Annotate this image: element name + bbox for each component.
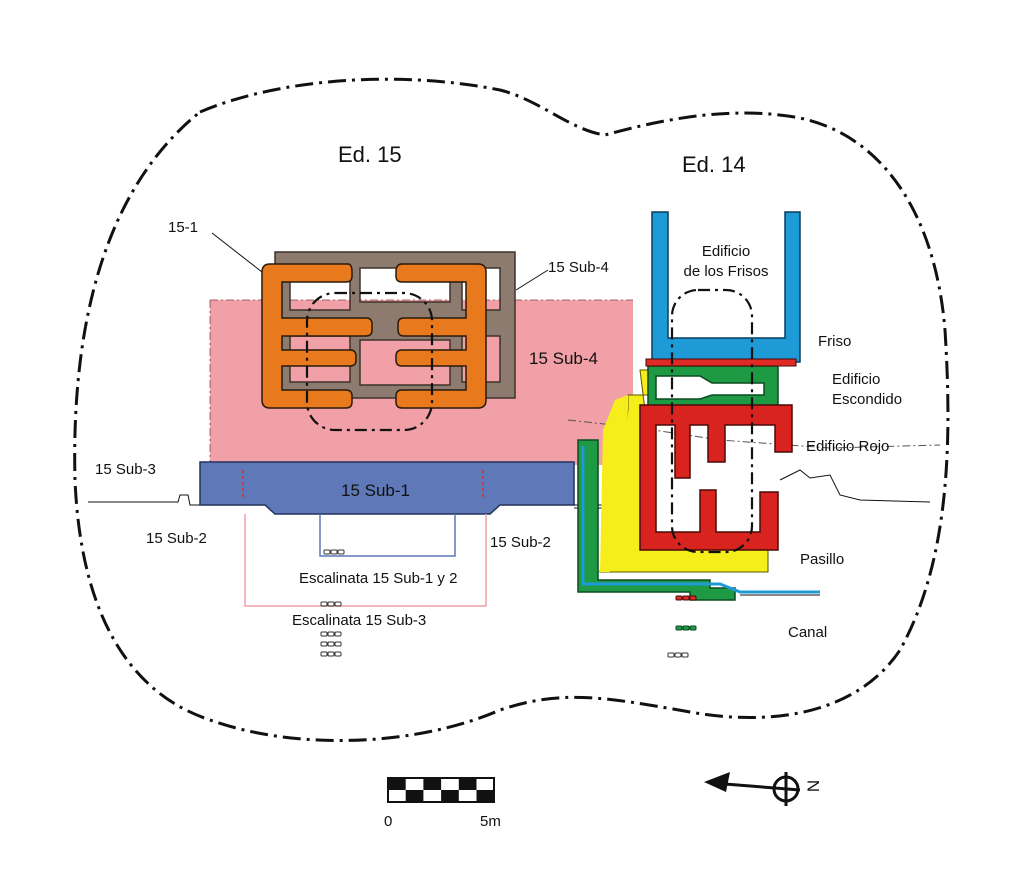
north-arrow-icon (704, 772, 801, 806)
label-sub4-mid: 15 Sub-4 (529, 349, 598, 368)
ed15-1-left (261, 263, 373, 409)
edificio-escondido (647, 365, 779, 409)
label-sub2-left: 15 Sub-2 (146, 530, 207, 547)
canal-markers (667, 595, 697, 658)
edificio-rojo (639, 404, 793, 551)
label-escalinata-12: Escalinata 15 Sub-1 y 2 (299, 570, 457, 587)
north-letter: N (804, 780, 823, 792)
ed15-1-right (395, 263, 487, 409)
label-canal: Canal (788, 624, 827, 641)
label-escalinata-3: Escalinata 15 Sub-3 (292, 612, 426, 629)
pasillo-left-fill (600, 395, 628, 572)
label-escondido-2: Escondido (832, 391, 902, 408)
label-frisos-2: de los Frisos (683, 263, 768, 280)
escalinata-sub3 (244, 514, 487, 607)
label-ed15: Ed. 15 (338, 142, 402, 167)
label-ed14: Ed. 14 (682, 152, 746, 177)
label-sub1: 15 Sub-1 (341, 481, 410, 500)
label-15-1: 15-1 (168, 219, 198, 236)
label-sub4-top: 15 Sub-4 (548, 259, 609, 276)
canal-blue (581, 446, 820, 594)
scale-bar (387, 777, 495, 803)
sub1-band (199, 461, 575, 515)
friso (645, 358, 797, 367)
label-sub2-right: 15 Sub-2 (490, 534, 551, 551)
scale-max: 5m (480, 813, 501, 830)
escalinata-sub1-2 (319, 514, 456, 557)
label-rojo: Edificio Rojo (806, 438, 889, 455)
label-friso: Friso (818, 333, 851, 350)
label-frisos-1: Edificio (702, 243, 750, 260)
site-boundary (73, 77, 950, 743)
label-escondido-1: Edificio (832, 371, 880, 388)
ed15-inner-loop (305, 291, 434, 432)
leader-15-1 (211, 232, 263, 273)
stair-blocks (320, 549, 345, 657)
label-sub3: 15 Sub-3 (95, 461, 156, 478)
ed14-inner-loop (670, 288, 754, 554)
leader-sub4 (515, 269, 549, 291)
scale-zero: 0 (384, 813, 392, 830)
edificio-frisos (651, 211, 801, 363)
label-pasillo: Pasillo (800, 551, 844, 568)
